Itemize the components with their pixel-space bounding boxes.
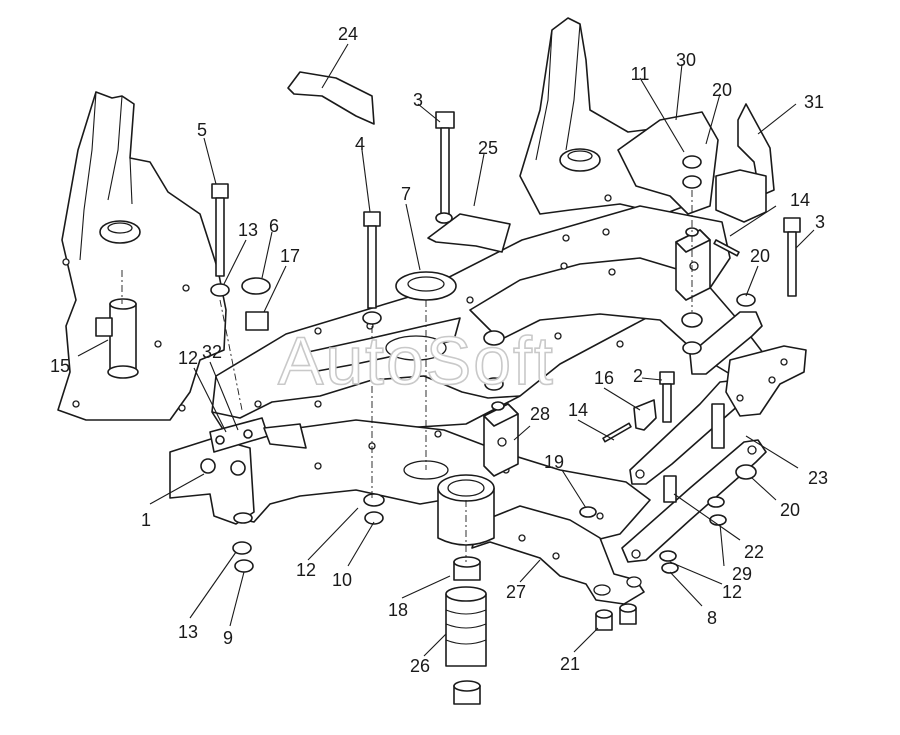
callout-17: 17 <box>279 246 301 266</box>
washer-12-right <box>659 550 677 562</box>
callout-23: 23 <box>807 468 829 488</box>
bushing-18 <box>453 556 481 581</box>
left-mounting-bracket <box>57 91 227 421</box>
washer-frame-a <box>483 330 505 346</box>
bushing-6 <box>241 277 271 295</box>
callout-4: 4 <box>354 134 366 154</box>
nut-frame-a <box>484 377 504 391</box>
callout-9: 9 <box>222 628 234 648</box>
bracket-plate-31 <box>715 103 775 223</box>
callout-11: 11 <box>630 64 650 84</box>
washer-20-right <box>736 293 756 307</box>
callout-20: 20 <box>779 500 801 520</box>
callout-20: 20 <box>749 246 771 266</box>
callout-19: 19 <box>543 452 565 472</box>
washer-25 <box>435 212 453 224</box>
callout-2: 2 <box>632 366 644 386</box>
nut-9 <box>234 559 254 573</box>
nut-8 <box>661 562 679 574</box>
callout-6: 6 <box>268 216 280 236</box>
washer-13-bottom <box>232 541 252 555</box>
callout-7: 7 <box>400 184 412 204</box>
callout-12: 12 <box>177 348 199 368</box>
bushing-17 <box>245 311 269 331</box>
washer-20-top <box>682 175 702 189</box>
bolt-3-top <box>435 111 455 215</box>
nut-22 <box>709 514 727 526</box>
sleeve-22 <box>663 475 677 503</box>
watermark-text: AutoSoft <box>277 322 555 400</box>
washer-20-lower <box>735 464 757 480</box>
bolt-3-right <box>783 217 801 297</box>
washer-12 <box>363 493 385 507</box>
callout-28: 28 <box>529 404 551 424</box>
axis-line <box>219 299 243 411</box>
callout-13: 13 <box>237 220 259 240</box>
washer-13-top <box>210 283 230 297</box>
washer-4 <box>362 311 382 325</box>
leader-lines <box>77 43 815 657</box>
callout-18: 18 <box>387 600 409 620</box>
side-bracket-23 <box>725 345 807 417</box>
callout-31: 31 <box>803 92 825 112</box>
bolt-4 <box>363 211 381 309</box>
link-arm-29 <box>621 439 767 563</box>
nut-19 <box>579 506 597 518</box>
pivot-block-upper <box>675 227 711 301</box>
washer-22 <box>707 496 725 508</box>
washer-pivot <box>681 312 703 328</box>
callout-27: 27 <box>505 582 527 602</box>
cap-26 <box>453 680 481 705</box>
kingpin-15 <box>95 298 139 379</box>
callout-16: 16 <box>593 368 615 388</box>
callout-13: 13 <box>177 622 199 642</box>
callout-26: 26 <box>409 656 431 676</box>
callout-3: 3 <box>412 90 424 110</box>
callout-14: 14 <box>567 400 589 420</box>
callout-12: 12 <box>295 560 317 580</box>
callout-25: 25 <box>477 138 499 158</box>
pin-14-lower <box>602 422 632 443</box>
nut-10 <box>364 511 384 525</box>
callout-22: 22 <box>743 542 765 562</box>
bolt-2 <box>659 371 675 423</box>
washer-11 <box>682 155 702 169</box>
bracket-24 <box>287 71 375 125</box>
pin-23 <box>711 403 725 449</box>
callout-29: 29 <box>731 564 753 584</box>
callout-20: 20 <box>711 80 733 100</box>
pin-14-upper <box>713 239 740 257</box>
bracket-25 <box>427 213 511 253</box>
callout-30: 30 <box>675 50 697 70</box>
callout-21: 21 <box>559 654 581 674</box>
callout-8: 8 <box>706 608 718 628</box>
upper-link-arm <box>689 311 763 375</box>
callout-5: 5 <box>196 120 208 140</box>
callout-1: 1 <box>140 510 152 530</box>
latch-16 <box>633 399 657 431</box>
pivot-block-28 <box>483 401 519 477</box>
nut-pivot <box>682 341 702 355</box>
callout-12: 12 <box>721 582 743 602</box>
callout-10: 10 <box>331 570 353 590</box>
callout-24: 24 <box>337 24 359 44</box>
callout-15: 15 <box>49 356 71 376</box>
strap-32 <box>263 423 307 449</box>
bushings-21 <box>595 603 637 631</box>
callout-32: 32 <box>201 342 223 362</box>
callout-14: 14 <box>789 190 811 210</box>
spindle-26 <box>445 586 487 667</box>
bolt-5 <box>211 183 229 277</box>
callout-3: 3 <box>814 212 826 232</box>
